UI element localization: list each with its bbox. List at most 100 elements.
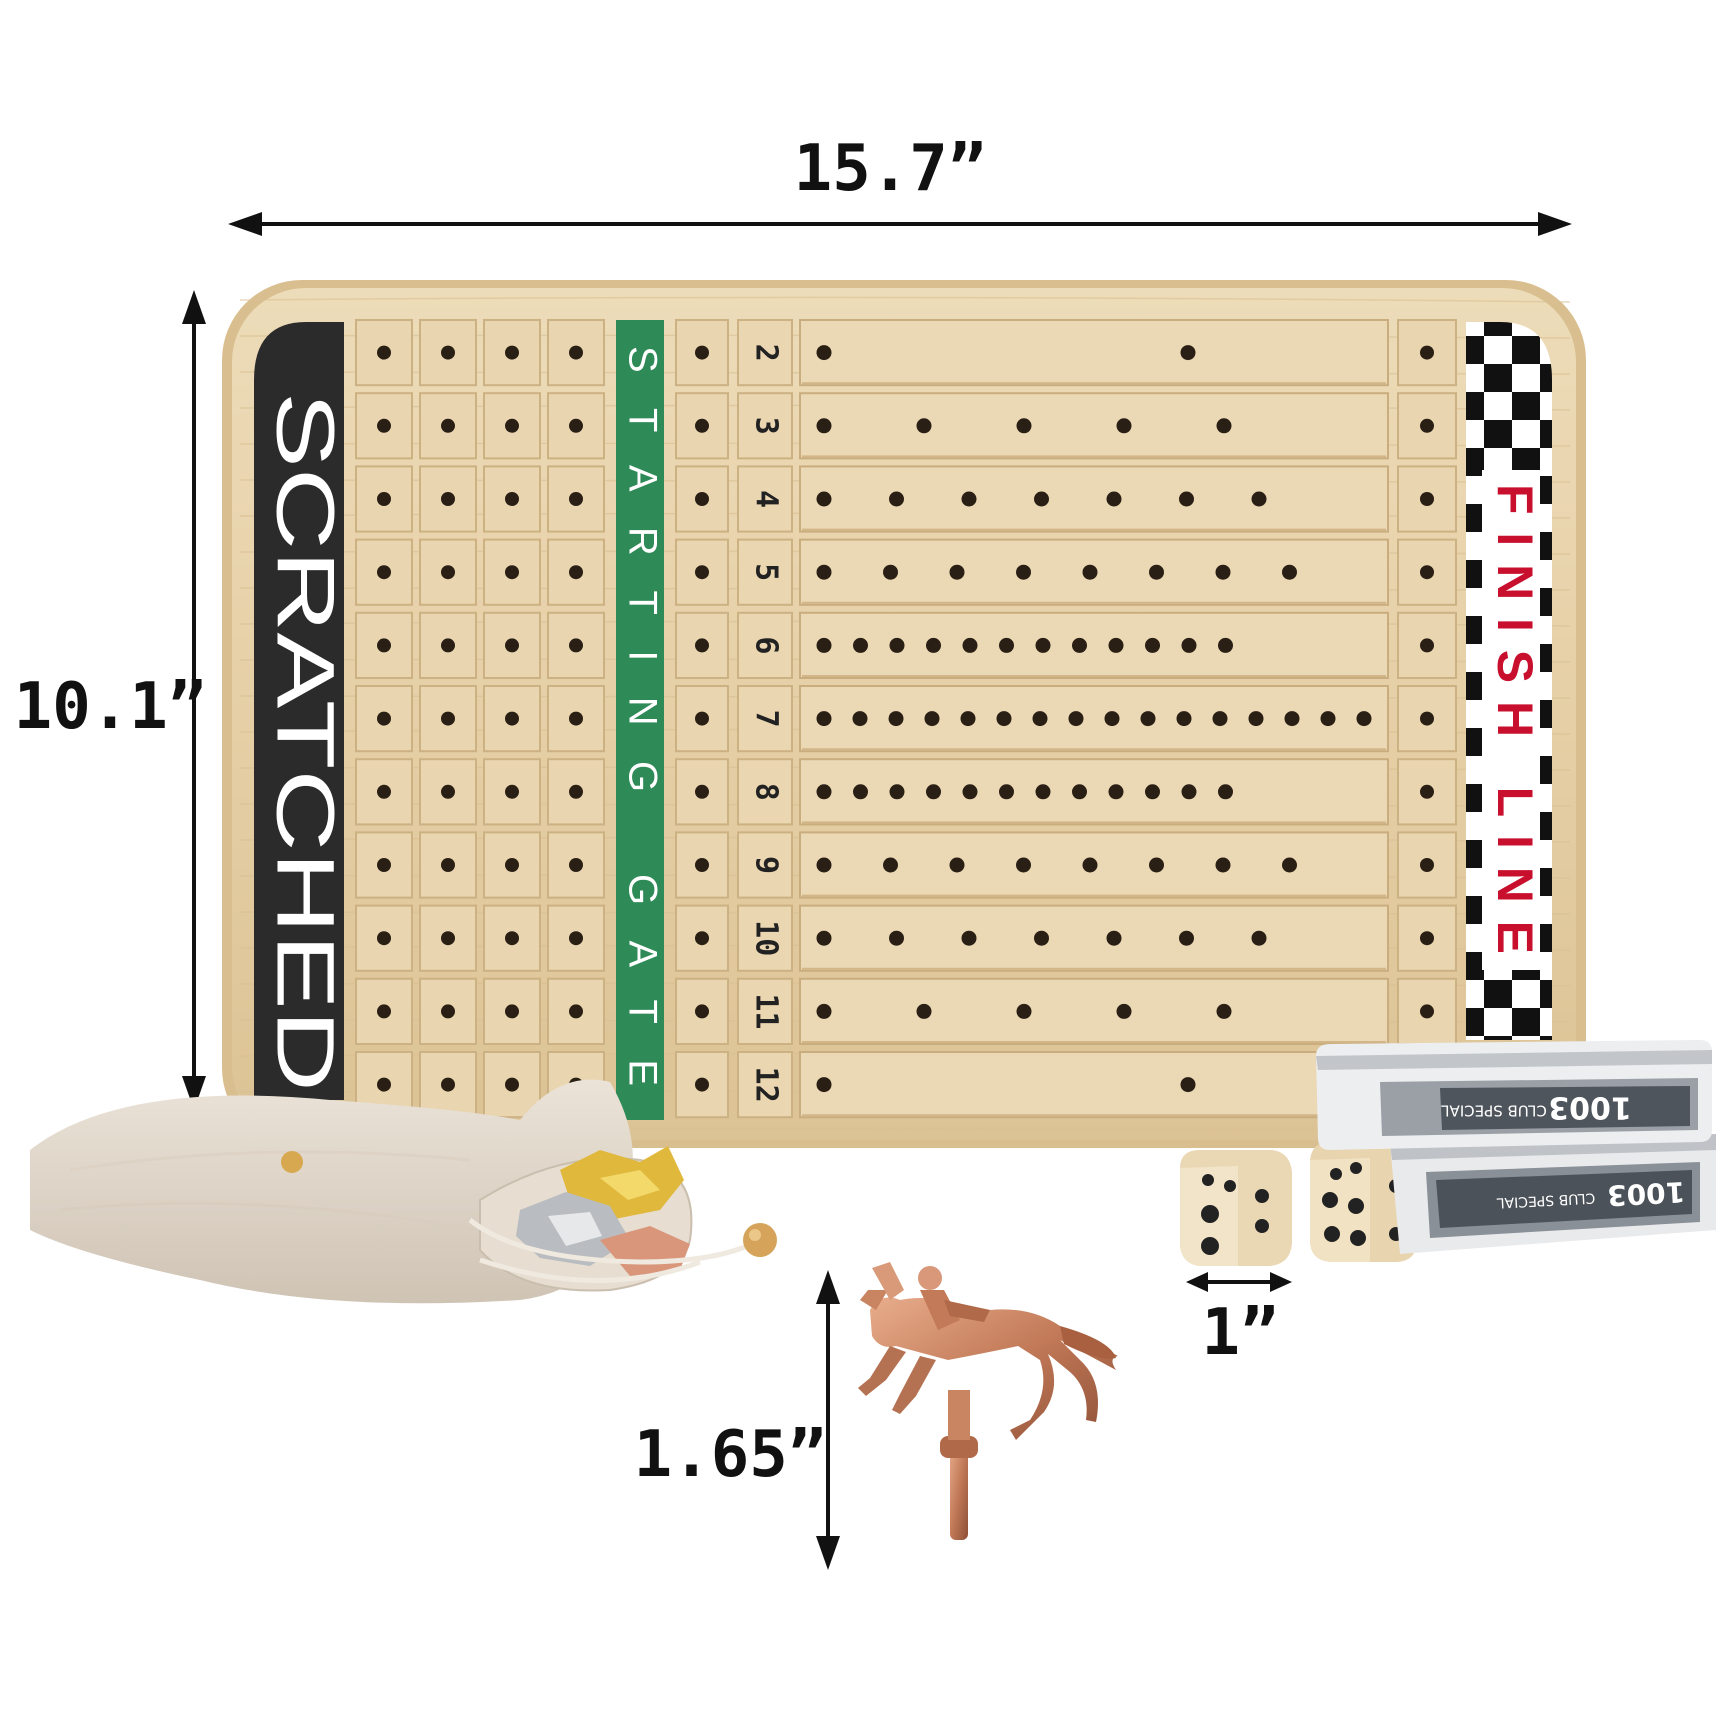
- scratch-hole: [377, 1077, 391, 1092]
- finish-cell: [1397, 611, 1457, 679]
- scratch-hole: [505, 492, 519, 506]
- track-hole: [888, 711, 904, 727]
- track-hole: [1035, 637, 1051, 653]
- track-hole: [889, 637, 905, 653]
- track-hole: [816, 930, 832, 946]
- scratch-hole: [441, 784, 455, 799]
- track-hole: [1068, 711, 1084, 727]
- game-board: [222, 280, 1586, 1148]
- scratch-hole: [505, 1077, 519, 1092]
- track-hole: [1181, 784, 1197, 800]
- number-cell: [737, 758, 793, 826]
- track-hole: [916, 1003, 932, 1019]
- board-width-label: 15.7”: [794, 132, 987, 206]
- deck-top-text: CLUB SPECIAL: [1441, 1102, 1547, 1120]
- track-hole: [1072, 784, 1087, 800]
- lane-number: 2: [749, 344, 784, 362]
- track-hole: [1181, 637, 1197, 653]
- scratch-hole: [569, 1004, 583, 1019]
- track-hole: [1284, 711, 1300, 727]
- scratch-hole: [377, 345, 391, 360]
- track-hole: [1145, 637, 1160, 653]
- track-hole: [1072, 637, 1087, 653]
- track-hole: [816, 711, 832, 727]
- scratched-label: SCRATCHED: [259, 392, 350, 1092]
- number-cell: [737, 319, 793, 387]
- track-slat: [799, 392, 1389, 460]
- track-hole: [816, 345, 832, 361]
- gate-hole: [695, 638, 709, 653]
- track-hole: [1106, 930, 1122, 946]
- track-hole: [816, 857, 832, 873]
- finish-hole: [1420, 345, 1434, 360]
- track-hole: [999, 784, 1014, 800]
- height-arrow: [182, 290, 206, 1110]
- lane-number: 8: [749, 783, 784, 801]
- track-hole: [889, 491, 904, 507]
- track-hole: [961, 491, 977, 507]
- gate-cell: [675, 904, 729, 972]
- track-hole: [926, 784, 941, 800]
- drawstring-bag: [30, 1079, 777, 1304]
- finish-cell: [1397, 685, 1457, 753]
- scratch-hole: [569, 784, 583, 799]
- scratch-hole: [441, 345, 455, 360]
- scratch-cell: [355, 319, 413, 387]
- gate-hole: [695, 1077, 709, 1092]
- track-hole: [960, 711, 976, 727]
- gate-hole: [695, 931, 709, 946]
- die-right: [1310, 1142, 1420, 1262]
- scratched-band: [254, 322, 344, 1100]
- finish-hole: [1420, 858, 1434, 872]
- track-hole: [1320, 711, 1336, 727]
- finish-hole: [1420, 638, 1434, 653]
- scratch-hole: [505, 565, 519, 580]
- track-hole: [1215, 564, 1231, 580]
- track-hole: [1116, 1003, 1132, 1019]
- track-hole: [1251, 930, 1267, 946]
- scratch-hole: [569, 565, 583, 580]
- number-cell: [737, 538, 793, 606]
- scratch-hole: [441, 931, 455, 946]
- track-hole: [1212, 711, 1228, 727]
- track-hole: [1179, 491, 1194, 507]
- track-hole: [1035, 784, 1051, 800]
- dice-pair: [1180, 1142, 1420, 1266]
- scratch-hole: [505, 345, 519, 360]
- track-hole: [1216, 1003, 1232, 1019]
- lane-number: 7: [749, 710, 784, 728]
- scratch-hole: [441, 638, 455, 653]
- track-hole: [1016, 564, 1031, 580]
- lane-number: 4: [749, 490, 784, 508]
- gate-hole: [695, 565, 709, 580]
- silver-horse-pieces: [516, 1192, 630, 1266]
- finish-line-band: [1466, 322, 1552, 1040]
- grain-line: [239, 296, 1571, 303]
- track-hole: [816, 1077, 832, 1093]
- track-hole: [816, 491, 832, 507]
- track-hole: [1218, 637, 1233, 653]
- starting-gate-label: STARTING GATE: [620, 346, 664, 1086]
- track-hole: [1106, 491, 1122, 507]
- finish-hole: [1420, 1004, 1434, 1019]
- gate-cell: [675, 977, 729, 1045]
- track-hole: [1248, 711, 1264, 727]
- scratch-hole: [569, 345, 583, 360]
- scratch-hole: [377, 858, 391, 872]
- track-hole: [1251, 491, 1267, 507]
- finish-hole: [1420, 931, 1434, 946]
- lane-number: 5: [749, 563, 784, 581]
- track-hole: [962, 637, 978, 653]
- scratch-cell: [483, 611, 541, 679]
- scratch-hole: [377, 492, 391, 506]
- scratch-hole: [505, 638, 519, 653]
- track-hole: [949, 857, 965, 873]
- track-hole: [1032, 711, 1048, 727]
- track-hole: [852, 711, 868, 727]
- scratch-hole: [569, 711, 583, 726]
- scratch-hole: [569, 638, 583, 653]
- number-cell: [737, 392, 793, 460]
- track-hole: [853, 784, 868, 800]
- scratch-hole: [569, 931, 583, 946]
- scratch-cell: [483, 465, 541, 533]
